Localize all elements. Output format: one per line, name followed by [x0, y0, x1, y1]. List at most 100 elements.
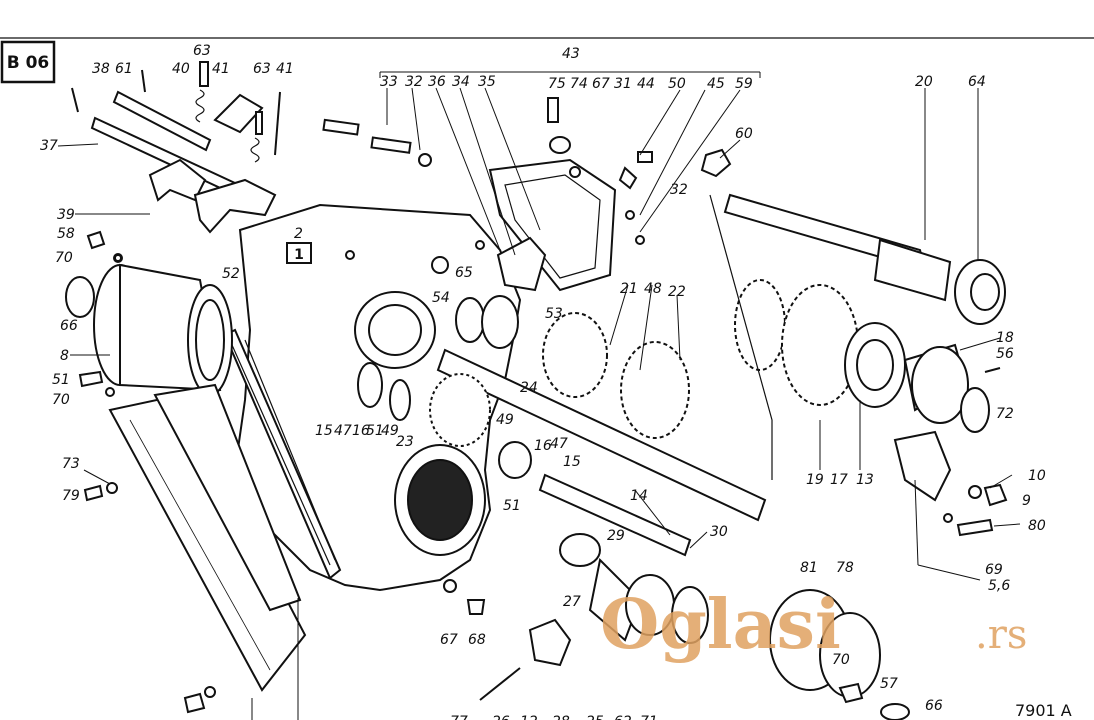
callout-34: 34	[452, 74, 470, 90]
callout-41a: 41	[212, 61, 230, 77]
callout-50: 50	[668, 76, 686, 92]
callout-17: 17	[830, 472, 848, 488]
callout-37: 37	[40, 138, 58, 154]
callout-12: 12	[520, 714, 538, 720]
watermark: Oglasi .rs	[600, 585, 1027, 665]
callout-32a: 32	[405, 74, 423, 90]
callout-47b: 47	[550, 436, 568, 452]
callout-23: 23	[396, 434, 414, 450]
callout-52: 52	[222, 266, 240, 282]
callout-68: 68	[468, 632, 486, 648]
callout-70a: 70	[55, 250, 73, 266]
callout-63b: 63	[253, 61, 271, 77]
callout-14: 14	[630, 488, 648, 504]
callout-57: 57	[880, 676, 898, 692]
callout-16a: 16	[352, 423, 370, 439]
callout-22: 22	[668, 284, 686, 300]
callout-67a: 67	[592, 76, 610, 92]
callout-81: 81	[800, 560, 818, 576]
callout-56: 56	[996, 346, 1014, 362]
output-shaft-assembly	[700, 148, 1008, 537]
callout-51a: 51	[52, 372, 70, 388]
top-cover-plate	[322, 97, 653, 292]
watermark-brand: Oglasi	[600, 585, 841, 665]
callout-28: 28	[552, 714, 570, 720]
callout-38: 38	[92, 61, 110, 77]
callout-64: 64	[968, 74, 986, 90]
callout-40: 40	[172, 61, 190, 77]
callout-41b: 41	[276, 61, 294, 77]
shift-rod-assembly	[71, 61, 281, 234]
callout-66a: 66	[60, 318, 78, 334]
sheet-code-tag: B 06	[0, 40, 56, 84]
callout-47a: 47	[334, 423, 352, 439]
callout-59: 59	[735, 76, 753, 92]
callout-44: 44	[637, 76, 655, 92]
housing-id-box	[286, 242, 312, 264]
callout-2: 2	[294, 226, 303, 242]
callout-32b: 32	[670, 182, 688, 198]
callout-63a: 63	[193, 43, 211, 59]
callout-33: 33	[380, 74, 398, 90]
callout-77: 77	[450, 714, 468, 720]
callout-75: 75	[548, 76, 566, 92]
callout-8: 8	[60, 348, 69, 364]
cover-gaskets	[83, 383, 307, 692]
input-bearing-cover	[65, 230, 233, 397]
callout-71: 71	[640, 714, 658, 720]
callout-27: 27	[563, 594, 581, 610]
leader-lines	[57, 71, 1021, 720]
housing-id-text: 1	[294, 247, 304, 263]
callout-66b: 66	[925, 698, 943, 714]
callout-26: 26	[492, 714, 510, 720]
callout-9: 9	[1022, 493, 1031, 509]
callout-24: 24	[520, 380, 538, 396]
callout-30: 30	[710, 524, 728, 540]
callout-51b: 51	[366, 423, 384, 439]
callout-49a: 49	[381, 423, 399, 439]
callout-61: 61	[115, 61, 133, 77]
callout-72: 72	[996, 406, 1014, 422]
callout-70c: 70	[832, 652, 850, 668]
callout-74: 74	[570, 76, 588, 92]
callout-78: 78	[836, 560, 854, 576]
watermark-tld: .rs	[975, 612, 1027, 658]
callout-29: 29	[607, 528, 625, 544]
callout-60: 60	[735, 126, 753, 142]
callout-53: 53	[545, 306, 563, 322]
callout-35: 35	[478, 74, 496, 90]
callout-49b: 49	[496, 412, 514, 428]
lower-gear-assembly	[183, 533, 910, 720]
callout-79: 79	[62, 488, 80, 504]
callout-10: 10	[1028, 468, 1046, 484]
callout-20: 20	[915, 74, 933, 90]
callout-70b: 70	[52, 392, 70, 408]
callout-48: 48	[644, 281, 662, 297]
callout-43: 43	[562, 46, 580, 62]
callout-16b: 16	[534, 438, 552, 454]
callout-36: 36	[428, 74, 446, 90]
callout-67b: 67	[440, 632, 458, 648]
callout-58: 58	[57, 226, 75, 242]
callout-labels: 63 38 61 40 41 63 41 37 39 58 70 66 8 51…	[40, 43, 1046, 720]
callout-51c: 51	[503, 498, 521, 514]
callout-80: 80	[1028, 518, 1046, 534]
callout-21: 21	[620, 281, 638, 297]
callout-18: 18	[996, 330, 1014, 346]
callout-19: 19	[806, 472, 824, 488]
sheet-code: B 06	[7, 53, 50, 73]
callout-62: 62	[614, 714, 632, 720]
countershaft-gears	[357, 295, 767, 557]
callout-5-6: 5,6	[988, 578, 1010, 594]
callout-39: 39	[57, 207, 75, 223]
callout-65: 65	[455, 265, 473, 281]
callout-45: 45	[707, 76, 725, 92]
callout-13: 13	[856, 472, 874, 488]
reference-code: 7901 A	[1015, 701, 1072, 720]
callout-15b: 15	[563, 454, 581, 470]
callout-31: 31	[614, 76, 632, 92]
callout-25: 25	[586, 714, 604, 720]
callout-15a: 15	[315, 423, 333, 439]
callout-73: 73	[62, 456, 80, 472]
